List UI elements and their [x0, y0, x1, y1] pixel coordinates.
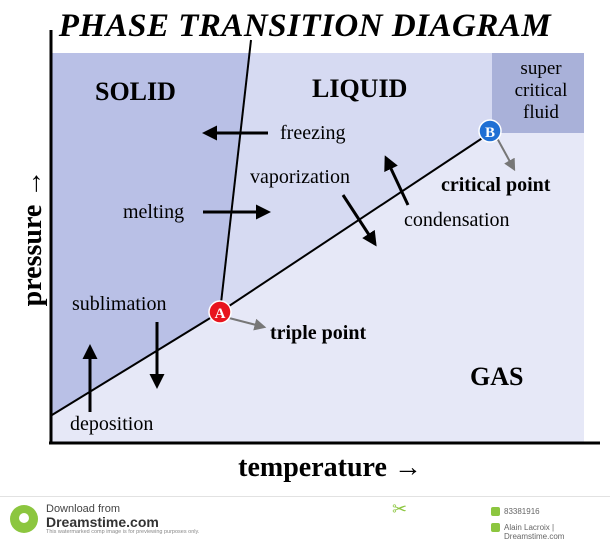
image-id: 83381916 — [504, 507, 540, 516]
author-icon — [491, 523, 500, 532]
liquid-label: LIQUID — [312, 74, 408, 103]
solid-region — [52, 53, 250, 415]
supercritical-fluid-label: super critical fluid — [496, 58, 586, 124]
triple-point-label: triple point — [270, 322, 367, 344]
critical-point-marker-label: B — [485, 125, 495, 141]
page-title: PHASE TRANSITION DIAGRAM — [58, 8, 552, 44]
gas-label: GAS — [470, 362, 524, 391]
id-icon — [491, 507, 500, 516]
condensation-arrow — [384, 155, 410, 206]
scissors-icon: ✂ — [392, 499, 408, 519]
vaporization-label: vaporization — [250, 166, 350, 188]
deposition-label: deposition — [70, 413, 154, 435]
supercritical-line-3: fluid — [523, 102, 559, 123]
y-axis-label: pressure → — [17, 169, 48, 307]
sublimation-label: sublimation — [72, 293, 167, 315]
supercritical-region — [492, 53, 584, 133]
solid-label: SOLID — [95, 77, 176, 106]
vaporization-curve — [219, 132, 491, 313]
supercritical-line-1: super — [520, 58, 562, 79]
critical-point-label: critical point — [441, 174, 551, 196]
critical-point-marker — [478, 119, 502, 143]
triple-point-marker-label: A — [215, 306, 226, 322]
sublimation-curve — [51, 311, 221, 416]
download-from-text: Download from — [46, 503, 120, 515]
vaporization-arrow — [341, 194, 377, 247]
triple-point-pointer — [228, 317, 267, 331]
freezing-label: freezing — [280, 122, 346, 144]
dreamstime-logo-icon — [10, 505, 38, 533]
supercritical-line-2: critical — [514, 80, 568, 101]
melting-label: melting — [123, 201, 185, 223]
phase-diagram: A B — [49, 30, 600, 445]
melting-curve — [219, 39, 252, 313]
triple-point-marker — [208, 300, 232, 324]
author-credit: Alain Lacroix | Dreamstime.com — [504, 523, 565, 541]
watermark-footer: Download from Dreamstime.com This waterm… — [0, 496, 610, 542]
x-axis-label: temperature → — [238, 452, 422, 483]
brand-link[interactable]: Dreamstime.com — [46, 514, 159, 530]
watermark-notice: This watermarked comp image is for previ… — [46, 529, 200, 535]
critical-point-pointer — [496, 137, 516, 172]
condensation-label: condensation — [404, 209, 510, 231]
